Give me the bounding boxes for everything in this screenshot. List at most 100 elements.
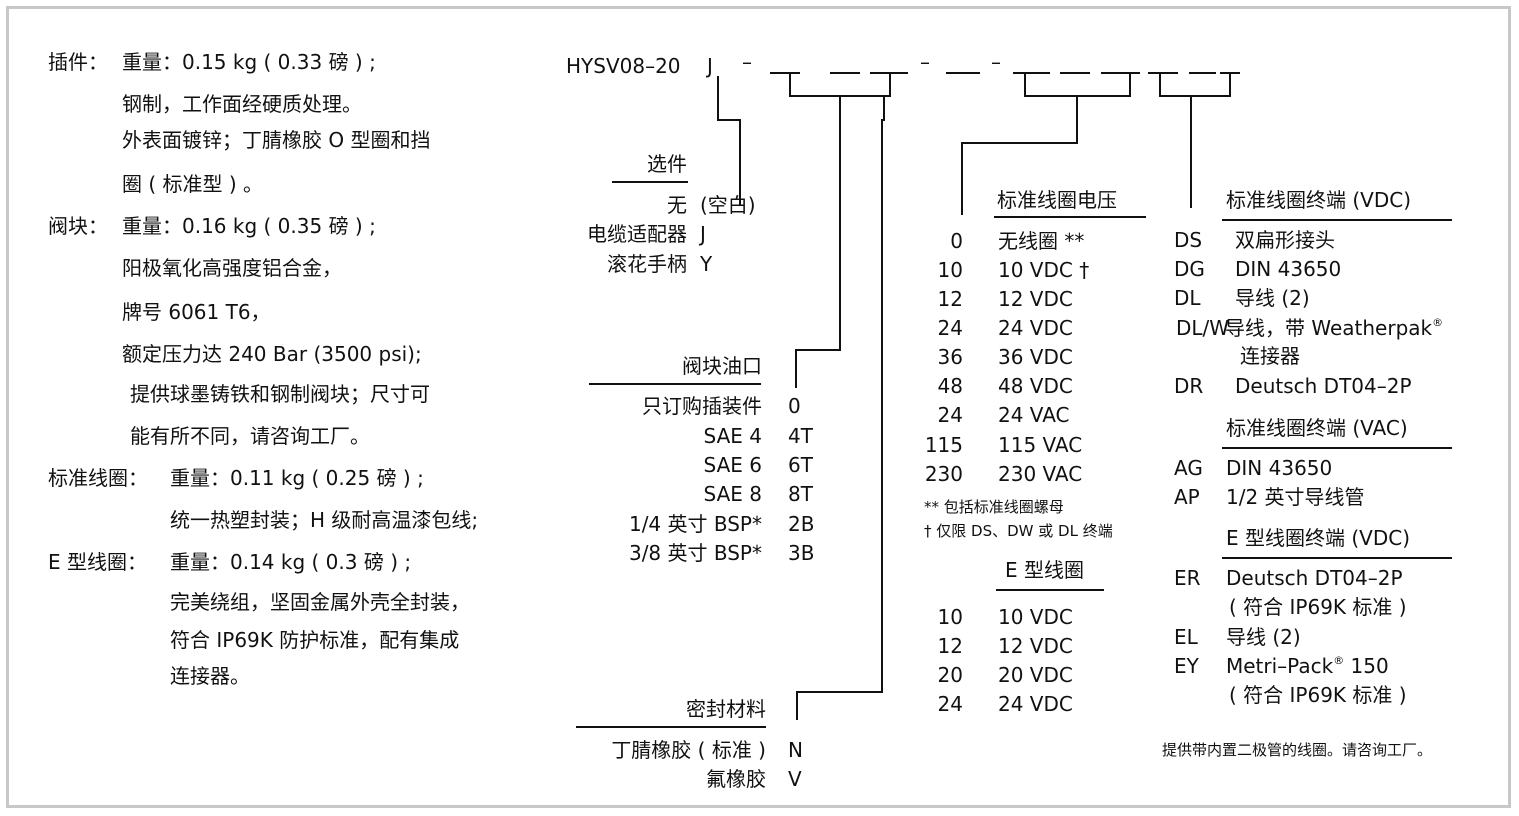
coil-voltage-code: 12: [937, 287, 963, 311]
model-dash-1: –: [742, 50, 752, 74]
coil-voltage-label: 48 VDC: [998, 374, 1073, 398]
term_vac-label: DIN 43650: [1226, 456, 1332, 480]
term-vac-title: 标准线圈终端 (VAC): [1226, 416, 1408, 440]
ports-label: SAE 6: [703, 453, 762, 477]
diode-footnote: 提供带内置二极管的线圈。请咨询工厂。: [1162, 741, 1433, 759]
term-e-title: E 型线圈终端 (VDC): [1226, 526, 1411, 550]
spec-line: 牌号 6061 T6，: [122, 300, 271, 324]
spec-line: 重量：0.11 kg ( 0.25 磅 ) ;: [170, 466, 424, 490]
coil-voltage-code: 230: [924, 462, 963, 486]
coil-note-1: ** 包括标准线圈螺母: [924, 498, 1064, 516]
spec-line: 统一热塑封装；H 级耐高温漆包线;: [170, 508, 479, 532]
ports-code: 3B: [788, 541, 815, 565]
ports-code: 8T: [788, 482, 813, 506]
e-coil-label: 10 VDC: [998, 605, 1073, 629]
spec-title: 阀块：: [48, 214, 108, 238]
ports-code: 4T: [788, 424, 813, 448]
term_vac-label: 1/2 英寸导线管: [1226, 485, 1365, 509]
coil-voltage-label: 115 VAC: [998, 433, 1083, 457]
ports-title: 阀块油口: [682, 354, 762, 378]
spec-line: 钢制，工作面经硬质处理。: [122, 92, 362, 116]
term-vac-underline: [1222, 447, 1452, 449]
seals-label: 氟橡胶: [706, 767, 766, 791]
seals-code: N: [788, 738, 803, 762]
term_vac-label-text: 1/2 英寸导线管: [1226, 485, 1365, 509]
term_e-label-text: Metri–Pack: [1226, 654, 1334, 678]
coil-voltage-code: 36: [937, 345, 963, 369]
spec-line: 重量：0.15 kg ( 0.33 磅 ) ;: [122, 50, 376, 74]
coil-voltage-underline: [994, 216, 1146, 218]
e-coil-underline: [996, 589, 1104, 591]
options-code: J: [700, 222, 706, 246]
term_vdc-label: DIN 43650: [1235, 257, 1341, 281]
spec-line: 重量：0.14 kg ( 0.3 磅 ) ;: [170, 550, 412, 574]
term_vdc-label: 双扁形接头: [1235, 228, 1335, 252]
term_vdc-label-text: 双扁形接头: [1235, 228, 1335, 252]
e-coil-label: 12 VDC: [998, 634, 1073, 658]
options-code: Y: [700, 252, 713, 276]
model-dash-2: –: [920, 50, 930, 74]
ports-label: 只订购插装件: [642, 394, 762, 418]
term_e-label: 导线 (2): [1226, 625, 1301, 649]
ports-label: SAE 4: [703, 424, 762, 448]
e-coil-code: 10: [937, 605, 963, 629]
spec-line: 外表面镀锌；丁腈橡胶 O 型圈和挡: [122, 128, 431, 152]
coil-voltage-code: 24: [937, 316, 963, 340]
term_vdc-code: DL: [1174, 286, 1201, 310]
seals-code: V: [788, 767, 802, 791]
coil-voltage-code: 24: [937, 403, 963, 427]
seals-label: 丁腈橡胶 ( 标准 ): [611, 738, 766, 762]
coil-note-2: † 仅限 DS、DW 或 DL 终端: [924, 522, 1113, 540]
option-code-placeholder: J: [707, 54, 713, 78]
term_vdc-label: 导线，带 Weatherpak®: [1225, 316, 1443, 340]
e-coil-label: 24 VDC: [998, 692, 1073, 716]
options-title: 选件: [647, 152, 687, 176]
term_vdc-code: DG: [1174, 257, 1205, 281]
e-coil-code: 24: [937, 692, 963, 716]
spec-line: 重量：0.16 kg ( 0.35 磅 ) ;: [122, 214, 376, 238]
term_e-label-line2: ( 符合 IP69K 标准 ): [1229, 595, 1407, 619]
e-coil-title: E 型线圈: [1005, 558, 1084, 582]
registered-mark: ®: [1333, 654, 1345, 667]
ports-underline: [589, 383, 761, 385]
seals-underline: [576, 726, 766, 728]
term_e-label: Metri–Pack® 150: [1226, 654, 1389, 678]
term_vac-label-text: DIN 43650: [1226, 456, 1333, 480]
term_e-code: ER: [1174, 566, 1201, 590]
seals-title: 密封材料: [686, 697, 766, 721]
e-coil-code: 12: [937, 634, 963, 658]
coil-voltage-code: 48: [937, 374, 963, 398]
e-coil-label: 20 VDC: [998, 663, 1073, 687]
spec-line: 符合 IP69K 防护标准，配有集成: [170, 628, 460, 652]
options-label: 无: [667, 193, 687, 217]
e-coil-code: 20: [937, 663, 963, 687]
model-dash-3: –: [991, 50, 1001, 74]
spec-title: E 型线圈：: [48, 550, 147, 574]
term_vdc-code: DL/W: [1176, 316, 1230, 340]
options-code: (空白): [700, 193, 756, 217]
model-code: HYSV08–20: [566, 54, 681, 78]
term_e-label-suffix: 150: [1344, 654, 1389, 678]
term_vdc-code: DR: [1174, 374, 1204, 398]
term_vdc-code: DS: [1174, 228, 1203, 252]
term_vac-code: AG: [1174, 456, 1203, 480]
ports-code: 2B: [788, 512, 815, 536]
coil-voltage-label: 10 VDC †: [998, 258, 1090, 282]
options-label: 电缆适配器: [587, 222, 687, 246]
coil-voltage-label: 36 VDC: [998, 345, 1073, 369]
term_vdc-label-text: DIN 43650: [1235, 257, 1342, 281]
term_e-label-line2: ( 符合 IP69K 标准 ): [1229, 683, 1407, 707]
ports-label: 1/4 英寸 BSP*: [628, 512, 762, 536]
spec-line: 额定压力达 240 Bar (3500 psi);: [122, 342, 422, 366]
coil-voltage-code: 0: [950, 229, 963, 253]
term_vdc-label-line2: 连接器: [1240, 344, 1300, 368]
term_e-code: EL: [1174, 625, 1198, 649]
diagram-frame: [6, 6, 1511, 808]
term-e-underline: [1222, 557, 1452, 559]
term-vdc-title: 标准线圈终端 (VDC): [1226, 188, 1412, 212]
ports-code: 0: [788, 394, 801, 418]
coil-voltage-title: 标准线圈电压: [997, 188, 1117, 212]
term_e-code: EY: [1174, 654, 1199, 678]
spec-title: 插件：: [48, 50, 108, 74]
registered-mark: ®: [1432, 316, 1444, 329]
